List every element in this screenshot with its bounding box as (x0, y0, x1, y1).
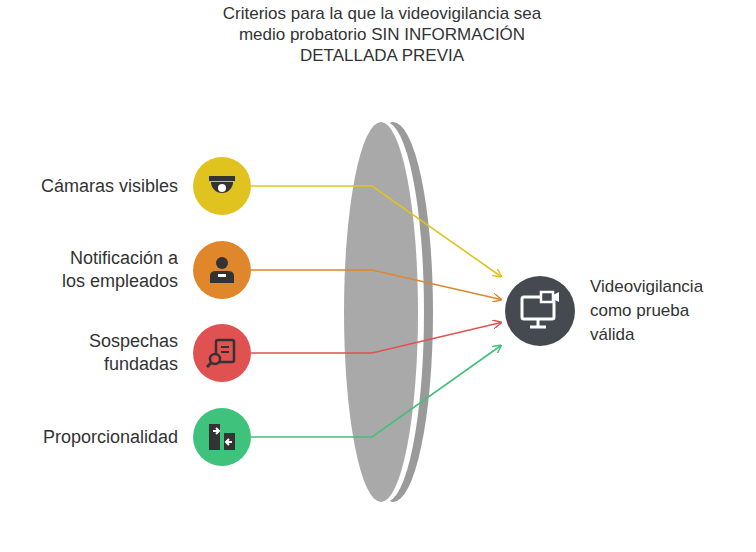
criterion-node: Cámaras visibles (8, 157, 251, 215)
criterion-node: Notificación a los empleados (53, 241, 251, 299)
node-label: Sospechas fundadas (63, 330, 178, 376)
lens-front (344, 122, 418, 502)
connector-arrow (251, 270, 501, 300)
node-label: Videovigilancia como prueba válida (590, 275, 730, 347)
diagram-title: Criterios para la que la videovigilancia… (206, 3, 558, 66)
icon-circle (193, 324, 251, 382)
result-node: Videovigilancia como prueba válida (505, 275, 730, 347)
node-label: Cámaras visibles (8, 175, 178, 198)
connector-arrow (251, 323, 501, 354)
connector-arrow (251, 346, 501, 438)
criterion-node: Proporcionalidad (8, 408, 251, 466)
node-label: Notificación a los empleados (53, 247, 178, 293)
icon-circle (505, 276, 575, 346)
criterion-node: Sospechas fundadas (63, 324, 251, 382)
icon-circle (193, 157, 251, 215)
node-label: Proporcionalidad (8, 426, 178, 449)
connector-arrow (251, 186, 501, 277)
icon-circle (193, 408, 251, 466)
icon-circle (193, 241, 251, 299)
